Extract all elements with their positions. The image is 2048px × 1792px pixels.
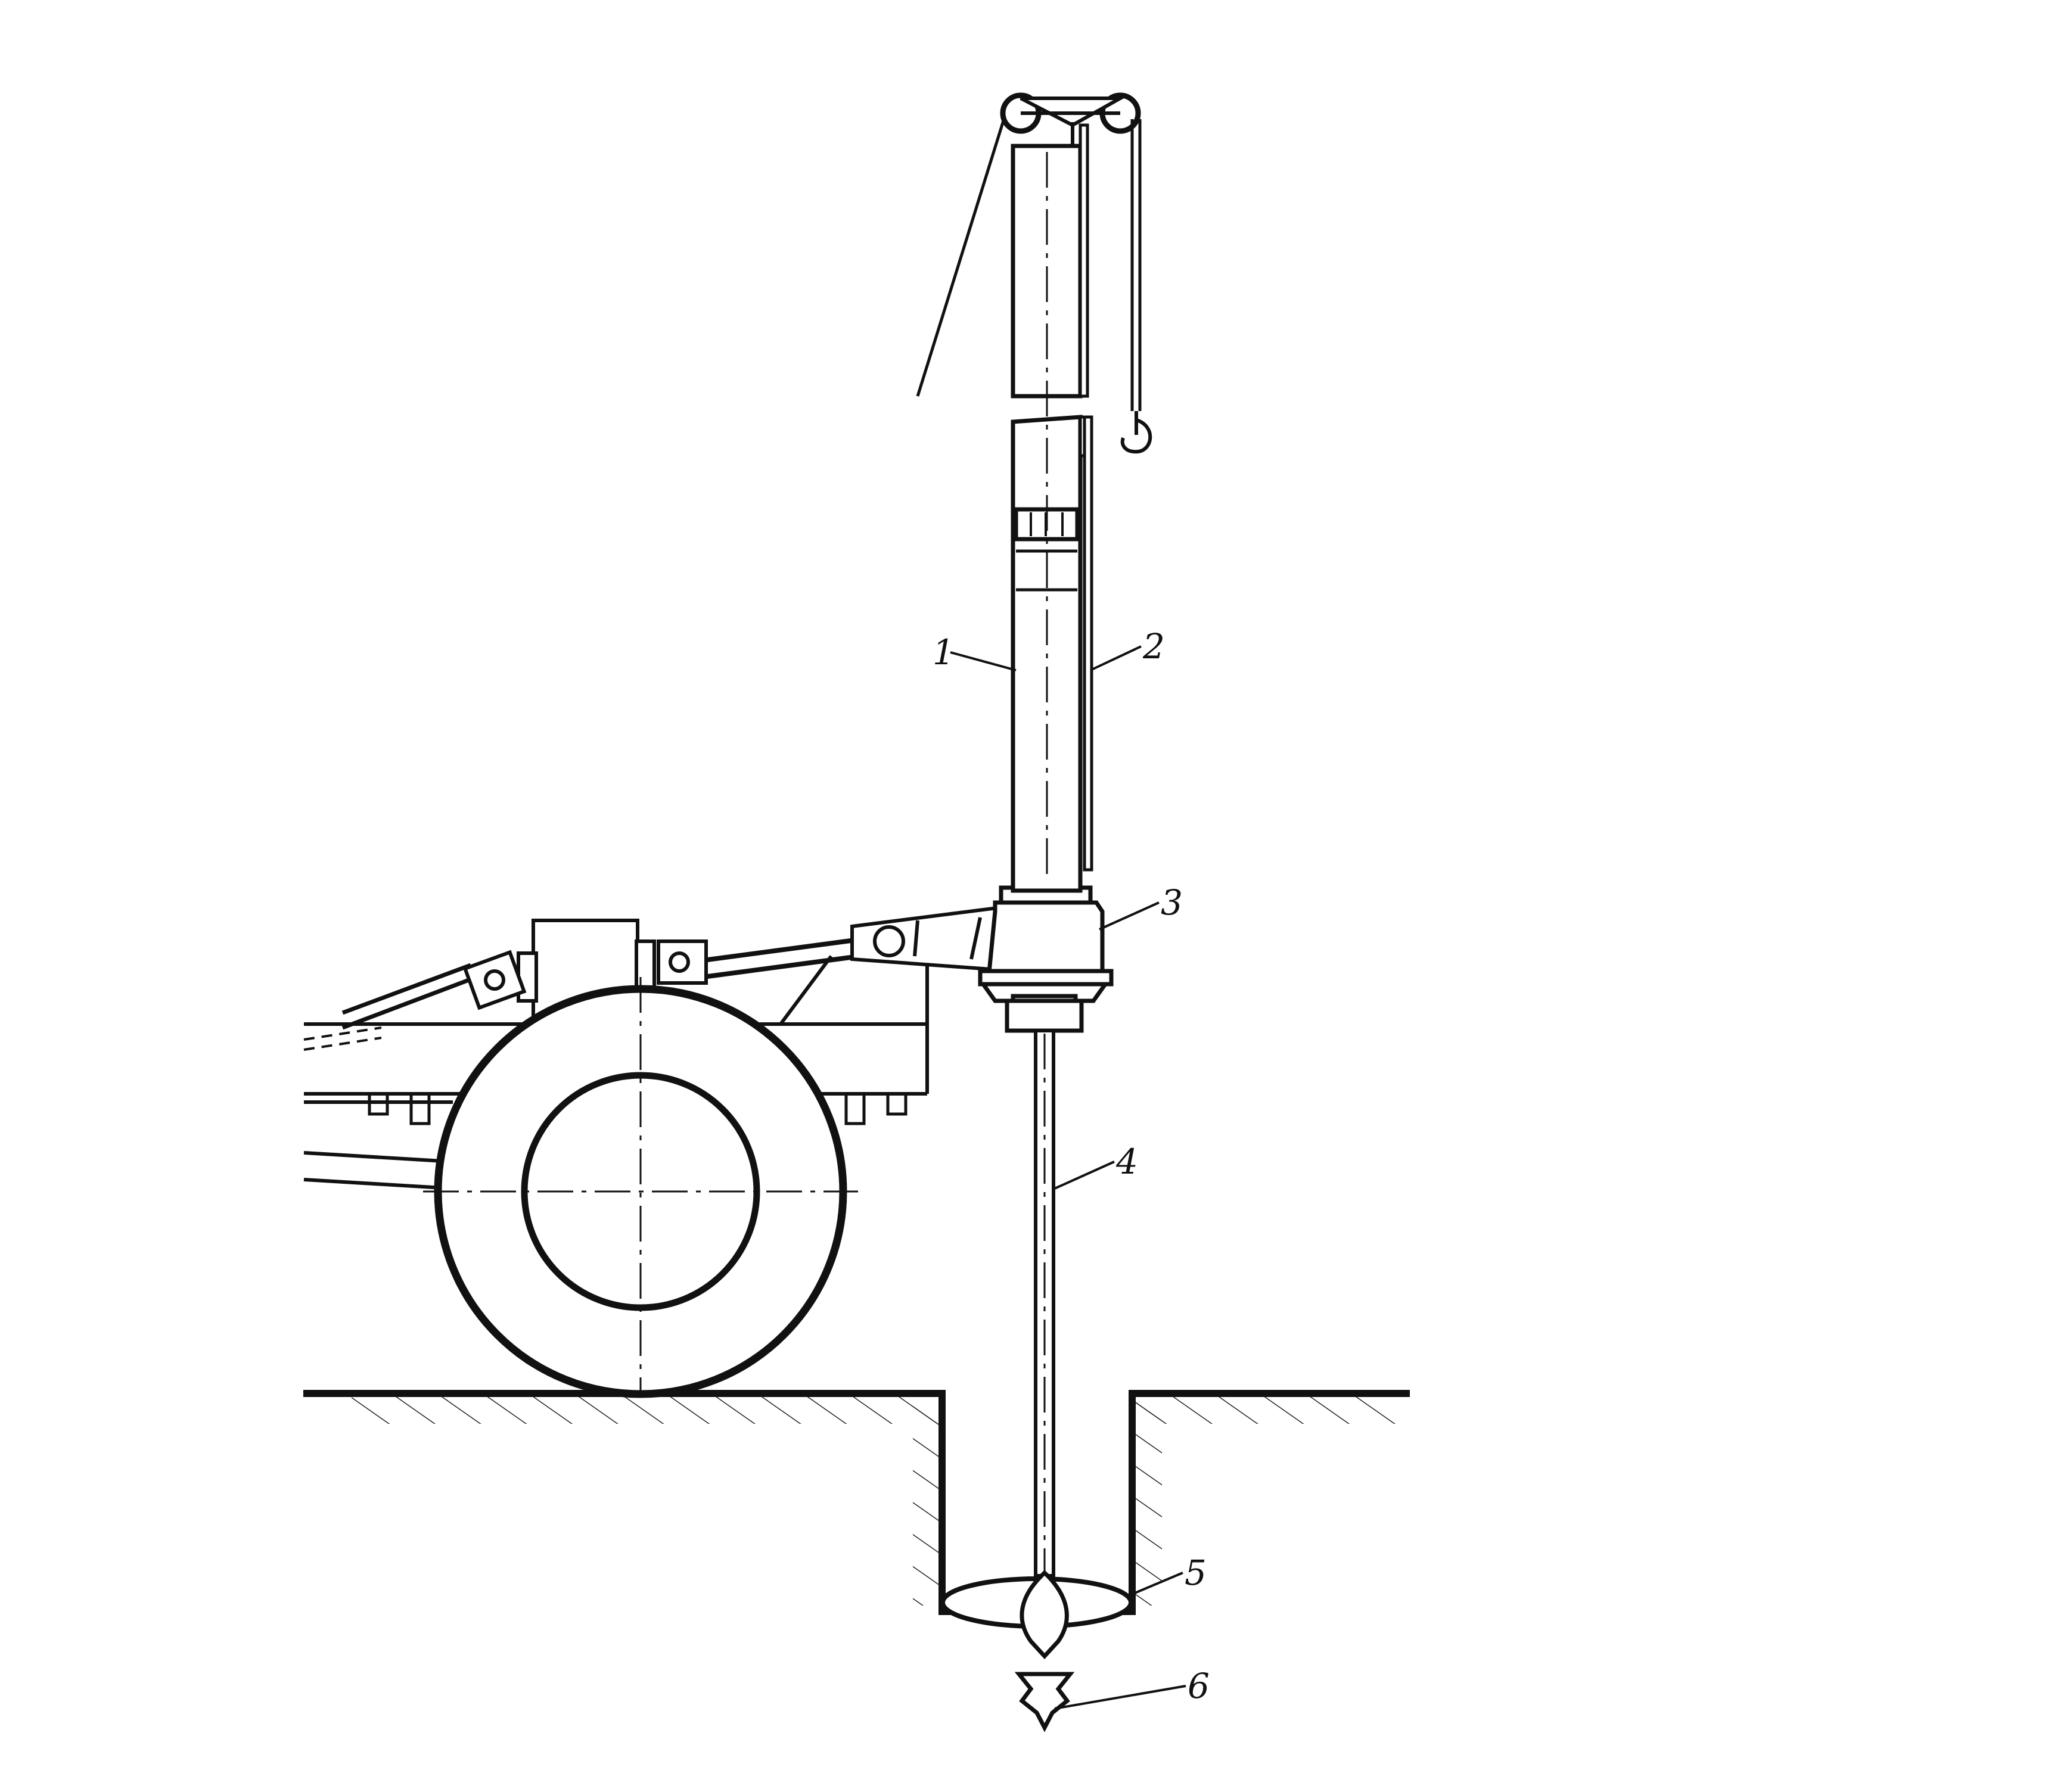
rotator-gearbox	[978, 885, 1114, 1033]
ground	[303, 1390, 1410, 1615]
crane-hook	[1120, 411, 1152, 454]
hydraulic-linkage	[341, 903, 1018, 1030]
mast-head-pulleys	[1000, 92, 1141, 146]
callout-2: 2	[1142, 626, 1165, 667]
auger-shaft	[1034, 1029, 1055, 1578]
callout-labels: 1 2 3 4 5 6	[933, 626, 1210, 1706]
callout-5: 5	[1185, 1553, 1207, 1593]
tractor-wheel	[423, 977, 858, 1398]
callout-leaders	[950, 645, 1186, 1710]
pit-wall-hatch-right	[1136, 1397, 1162, 1606]
ground-hatch-left	[352, 1397, 938, 1424]
ground-hatch-right	[1136, 1397, 1401, 1424]
pit-wall-hatch-left	[913, 1397, 939, 1606]
hoist-cable	[916, 116, 1152, 454]
telescopic-mast	[1011, 123, 1093, 893]
callout-1: 1	[933, 632, 955, 673]
callout-3: 3	[1161, 882, 1183, 923]
ground-surface-line	[303, 1390, 1410, 1615]
callout-4: 4	[1115, 1141, 1138, 1182]
callout-6: 6	[1188, 1666, 1210, 1706]
drill-bit	[1014, 1570, 1075, 1732]
